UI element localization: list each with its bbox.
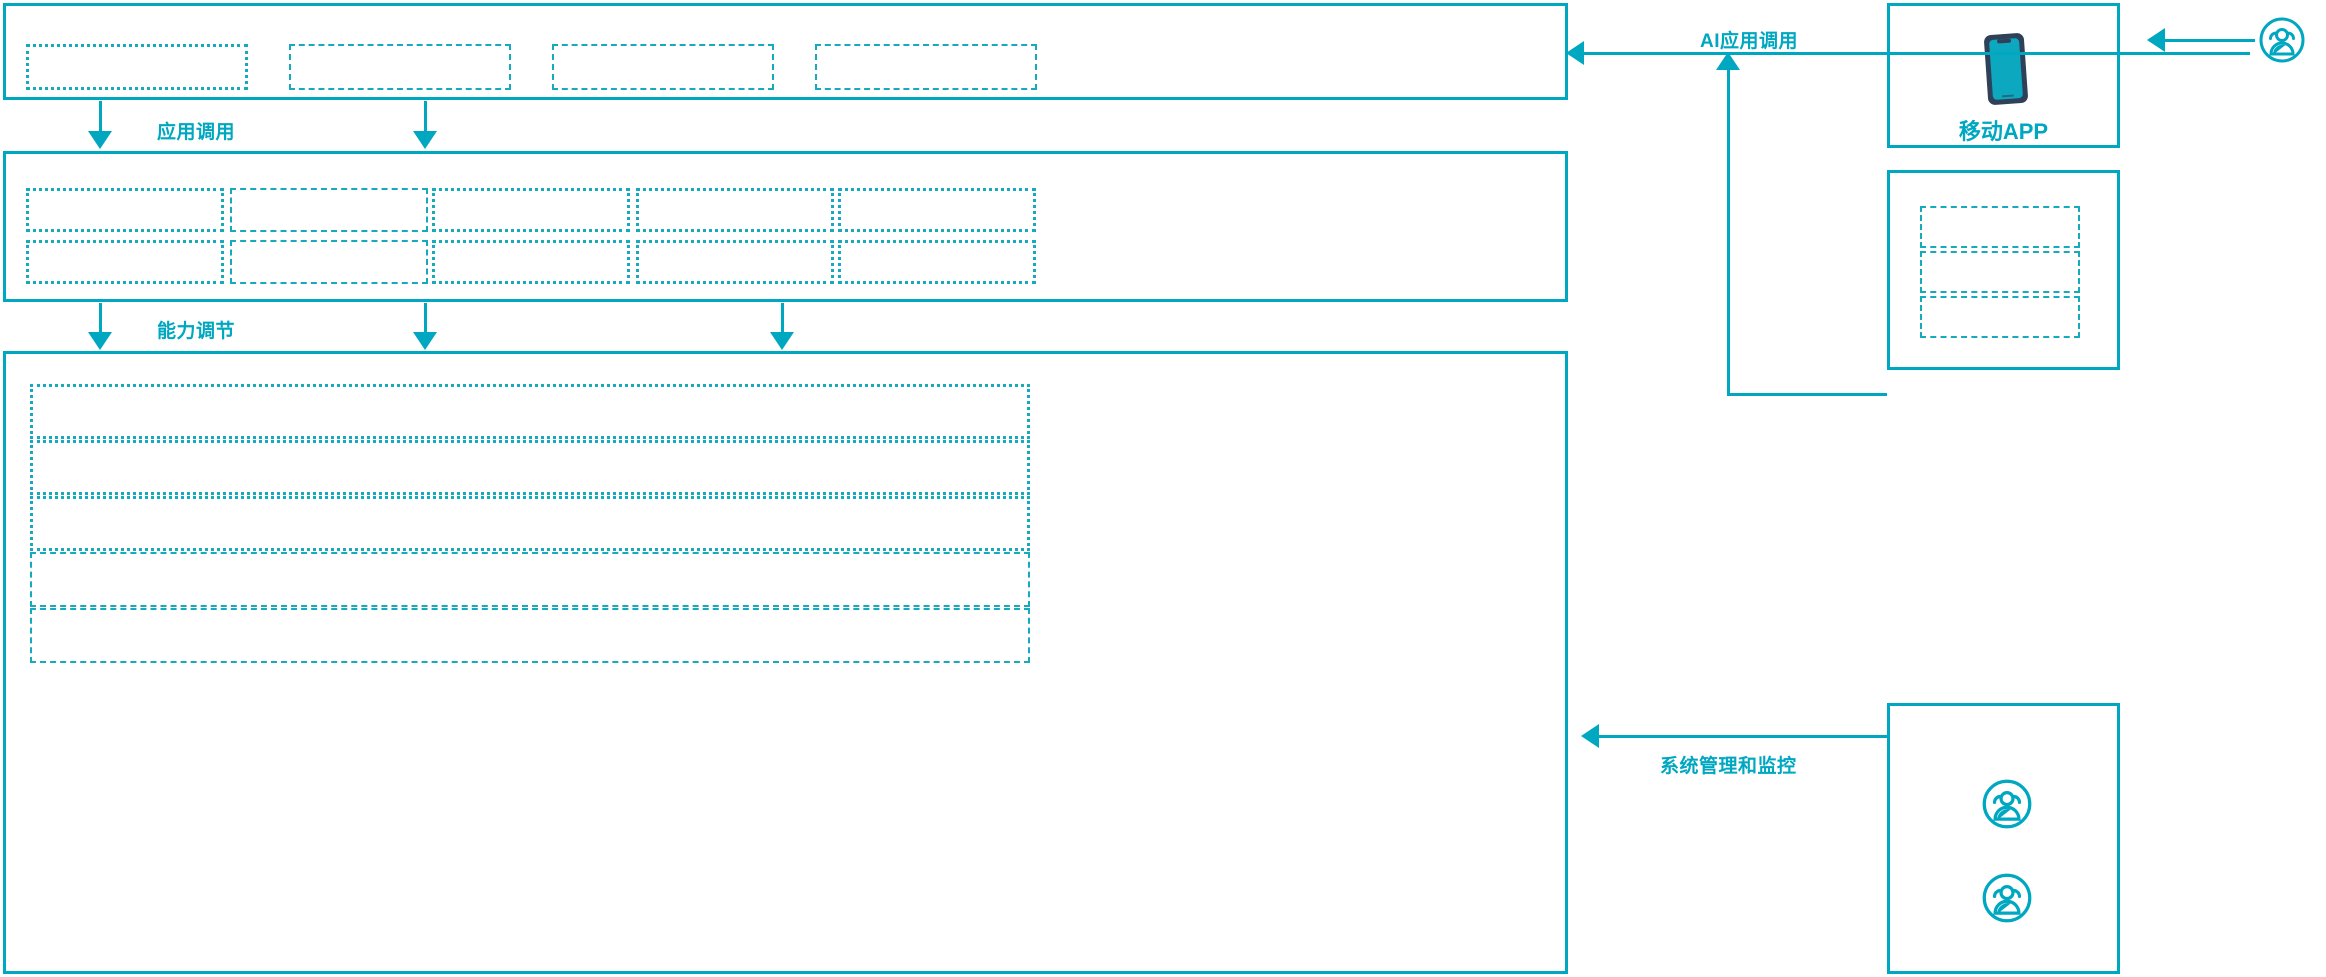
flow-label-app-call: 应用调用 <box>157 122 236 143</box>
system-management-arrow <box>1581 724 1599 748</box>
infrastructure-layer-panel <box>3 351 1568 974</box>
application-block-4[interactable] <box>815 44 1037 90</box>
capability-tuning-connector-2-line <box>424 303 427 339</box>
infrastructure-bar-4[interactable] <box>30 552 1030 607</box>
channel-block-2[interactable] <box>1920 251 2080 293</box>
application-layer-panel <box>3 3 1568 100</box>
application-block-2[interactable] <box>289 44 511 90</box>
user-group-icon-admin-2 <box>1981 872 2033 929</box>
channel-box-riser-arrow <box>1716 52 1740 70</box>
application-block-1[interactable] <box>26 44 248 90</box>
capability-tuning-connector-2-arrow <box>413 332 437 350</box>
capability-block-r1-c2[interactable] <box>230 188 428 232</box>
ai-app-call-arrow <box>1566 41 1584 65</box>
capability-block-r2-c3[interactable] <box>432 240 630 284</box>
capability-block-r2-c4[interactable] <box>636 240 834 284</box>
capability-block-r1-c4[interactable] <box>636 188 834 232</box>
channel-box-riser-line <box>1727 68 1730 396</box>
app-call-connector-left-line <box>99 101 102 136</box>
capability-block-r2-c2[interactable] <box>230 240 428 284</box>
capability-tuning-connector-1-line <box>99 303 102 339</box>
app-call-connector-left-arrow <box>88 131 112 149</box>
flow-label-capability-tuning: 能力调节 <box>157 321 236 342</box>
infrastructure-bar-1[interactable] <box>30 384 1030 439</box>
capability-block-r1-c1[interactable] <box>26 188 224 232</box>
capability-tuning-connector-3-arrow <box>770 332 794 350</box>
user-group-icon-end-user <box>2258 16 2306 69</box>
infrastructure-bar-3[interactable] <box>30 496 1030 551</box>
end-user-to-mobile-arrow <box>2147 28 2165 52</box>
capability-block-r2-c5[interactable] <box>838 240 1036 284</box>
app-call-connector-right-arrow <box>413 131 437 149</box>
user-group-icon-admin-1 <box>1981 778 2033 835</box>
channel-block-3[interactable] <box>1920 296 2080 338</box>
channel-box[interactable] <box>1887 170 2120 370</box>
mobile-app-caption: 移动APP <box>1958 119 2049 144</box>
admin-box[interactable] <box>1887 703 2120 974</box>
infrastructure-bar-2[interactable] <box>30 440 1030 495</box>
infrastructure-bar-5[interactable] <box>30 608 1030 663</box>
capability-tuning-connector-3-line <box>781 303 784 339</box>
mobile-app-box[interactable]: 移动APP <box>1887 3 2120 148</box>
flow-label-system-management: 系统管理和监控 <box>1660 756 1797 777</box>
flow-label-ai-app-call: AI应用调用 <box>1700 31 1799 52</box>
app-call-connector-right-line <box>424 101 427 136</box>
capability-block-r2-c1[interactable] <box>26 240 224 284</box>
capability-block-r1-c3[interactable] <box>432 188 630 232</box>
channel-box-riser-foot <box>1727 393 1887 396</box>
ai-app-call-line <box>1582 52 2250 55</box>
application-block-3[interactable] <box>552 44 774 90</box>
system-management-line <box>1597 735 1887 738</box>
capability-layer-panel <box>3 151 1568 302</box>
capability-tuning-connector-1-arrow <box>88 332 112 350</box>
end-user-to-mobile-line <box>2165 39 2255 42</box>
channel-block-1[interactable] <box>1920 206 2080 248</box>
capability-block-r1-c5[interactable] <box>838 188 1036 232</box>
mobile-phone-icon <box>1977 30 2035 113</box>
